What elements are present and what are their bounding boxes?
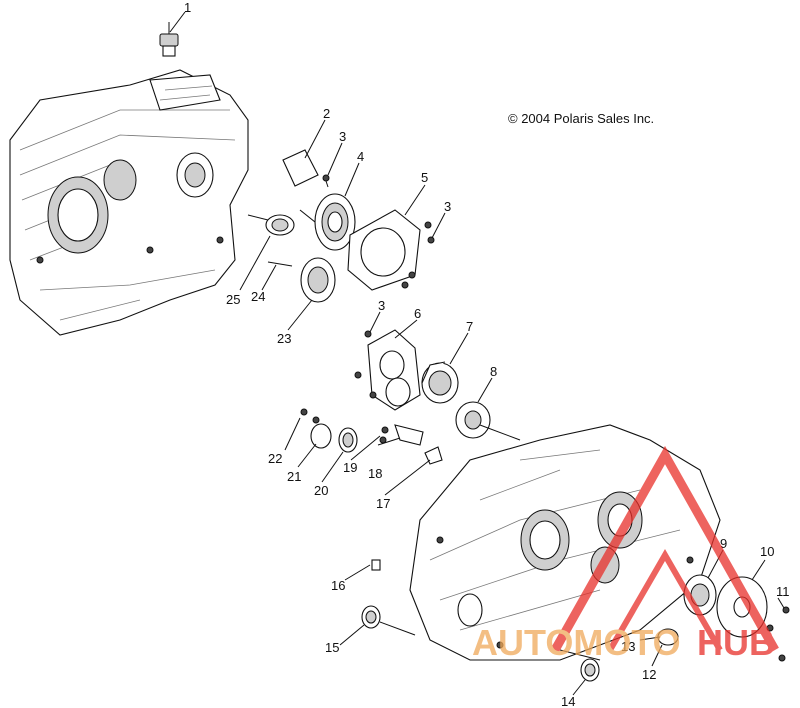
part-3-bolt [364, 330, 372, 338]
callout-16: 16 [331, 578, 345, 593]
leader-lines [169, 11, 785, 696]
callout-3c: 3 [378, 298, 385, 313]
svg-text:HUB: HUB [697, 622, 775, 663]
callout-8: 8 [490, 364, 497, 379]
assembly-lines [247, 214, 601, 661]
callout-6: 6 [414, 306, 421, 321]
automotohub-watermark: AUTOMOTO HUB [472, 445, 779, 663]
callout-11: 11 [776, 584, 790, 599]
callout-15: 15 [325, 640, 339, 655]
part-5-plate [347, 209, 421, 291]
callout-21: 21 [287, 469, 301, 484]
callout-14: 14 [561, 694, 575, 708]
part-14-seal [580, 658, 600, 682]
callout-22: 22 [268, 451, 282, 466]
part-19-screws [379, 426, 389, 444]
part-25-bushing [265, 214, 295, 236]
part-22-screws [300, 408, 320, 424]
callout-12: 12 [642, 667, 656, 682]
callout-7: 7 [466, 319, 473, 334]
callout-17: 17 [376, 496, 390, 511]
callout-19: 19 [343, 460, 357, 475]
svg-text:AUTOMOTO: AUTOMOTO [472, 622, 681, 663]
part-7-bearing [421, 361, 459, 404]
part-6-cover-plate [367, 329, 421, 411]
callout-23: 23 [277, 331, 291, 346]
part-20-seal [338, 427, 358, 453]
part-18-bracket [394, 424, 424, 446]
part-3-bolt [369, 391, 377, 399]
part-3-bolt [322, 174, 330, 188]
copyright-text: © 2004 Polaris Sales Inc. [508, 111, 654, 126]
part-4-bearing [299, 193, 356, 251]
part-16-dowel [371, 559, 381, 571]
part-1-plug [159, 22, 179, 57]
callout-1: 1 [184, 0, 191, 15]
part-21-retainer [310, 423, 332, 449]
callout-13: 13 [621, 639, 635, 654]
callout-25: 25 [226, 292, 240, 307]
part-3-bolt [427, 236, 435, 244]
part-3-bolt [401, 281, 409, 289]
left-crankcase [9, 69, 249, 336]
part-15-seal [361, 605, 381, 629]
part-8-washer [455, 401, 491, 439]
callout-9: 9 [720, 536, 727, 551]
part-3-bolt [424, 221, 432, 229]
callout-24: 24 [251, 289, 265, 304]
part-3-bolt [354, 371, 362, 379]
callout-3: 3 [339, 129, 346, 144]
part-24-pin [267, 261, 293, 267]
part-23-seal [300, 257, 336, 303]
callout-numbers: 1 2 3 4 5 3 23 24 25 3 6 7 8 22 21 20 19… [184, 0, 790, 708]
callout-10: 10 [760, 544, 774, 559]
right-crankcase [409, 424, 721, 661]
part-3-bolt [408, 271, 416, 279]
callout-3b: 3 [444, 199, 451, 214]
part-2-gasket [282, 149, 319, 187]
part-17-plate [424, 446, 443, 465]
callout-20: 20 [314, 483, 328, 498]
callout-2: 2 [323, 106, 330, 121]
callout-5: 5 [421, 170, 428, 185]
callout-18: 18 [368, 466, 382, 481]
callout-4: 4 [357, 149, 364, 164]
